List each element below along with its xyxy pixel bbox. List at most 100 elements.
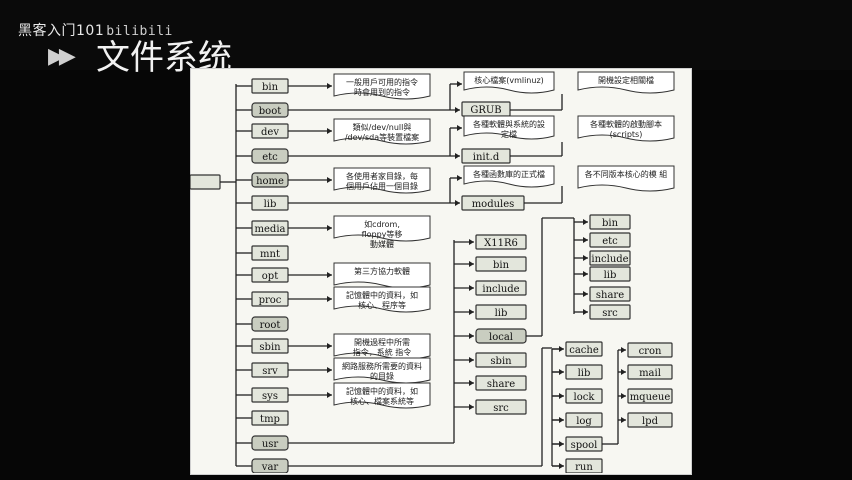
note-opt-note-text: 第三方協力軟體 (354, 266, 410, 276)
arrow-head (559, 463, 564, 469)
arrow-head (583, 237, 588, 243)
note-bin-note-text: 一般用戶可用的指令 (346, 77, 418, 87)
var-run-box (565, 458, 603, 473)
note-proc-note-text: 記憶體中的資料，如 (346, 290, 418, 300)
note-srv-note-text: 網路服務所需要的資料 (342, 361, 422, 371)
lib-note-note-shape (463, 165, 555, 188)
dir-etc-label: etc (262, 152, 278, 163)
note-sys-note-text: 核心、檔案系統等 (350, 396, 414, 406)
modules-label: modules (472, 199, 515, 210)
dir-srv-label: srv (262, 366, 278, 377)
arrow-head (583, 219, 588, 225)
arrow-head (621, 369, 626, 375)
arrow-head (583, 291, 588, 297)
arrow-head (327, 392, 332, 398)
local-etc-label: etc (602, 236, 618, 247)
arrow-head (559, 417, 564, 423)
dir-tmp-label: tmp (260, 414, 280, 425)
note-media-note-text: 動媒體 (370, 239, 394, 249)
var-cache-box (565, 341, 603, 357)
usr-sbin-box (475, 352, 527, 368)
arrow-head (469, 261, 474, 267)
top-bar (0, 0, 852, 70)
var-lock-box (565, 388, 603, 404)
kernel-note-text: 核心檔案(vmlinuz) (474, 75, 544, 85)
dir-media-label: media (255, 224, 286, 235)
note-media-note-text: 如cdrom, (364, 219, 400, 229)
dir-home-label: home (256, 176, 284, 187)
local-share-label: share (596, 290, 624, 301)
dir-var-label: var (261, 462, 279, 473)
local-include-box (589, 250, 631, 266)
arrow-head (559, 393, 564, 399)
spool-mqueue-label: mqueue (630, 392, 671, 403)
arrow-head (327, 296, 332, 302)
var-spool-label: spool (571, 440, 598, 451)
note-home-note-text: 個用戶佔用一個目錄 (346, 181, 418, 191)
usr-include-label: include (482, 284, 519, 295)
dir-proc-label: proc (259, 295, 282, 306)
modules-note-note-shape (577, 165, 675, 192)
var-lib-box (565, 364, 603, 380)
arrow-head (469, 309, 474, 315)
arrow-head (455, 153, 460, 159)
note-sys-note-text: 記憶體中的資料，如 (346, 386, 418, 396)
usr-src-box (475, 399, 527, 415)
double-arrow-icon: ▶▶ (48, 44, 76, 69)
arrow-head (455, 107, 460, 113)
arrow-head (327, 177, 332, 183)
initd-label: init.d (473, 152, 500, 163)
arrow-head (621, 347, 626, 353)
dir-dev-label: dev (261, 127, 279, 138)
note-media-note-text: floppy等移 (362, 229, 403, 239)
note-bin-note-text: 時會用到的指令 (354, 87, 410, 97)
arrow-head (621, 393, 626, 399)
channel-name: 黑客入门101 (18, 23, 105, 39)
usr-bin-label: bin (493, 260, 510, 271)
arrow-head (327, 367, 332, 373)
arrow-head (327, 225, 332, 231)
dir-boot-label: boot (259, 106, 281, 117)
usr-sbin-label: sbin (490, 356, 512, 367)
filesystem-tree-diagram: bin boot dev etc home lib media mnt opt proc root s… (190, 71, 675, 473)
usr-include-box (475, 280, 527, 296)
arrow-head (469, 357, 474, 363)
note-sbin-note-shape (333, 333, 431, 360)
spool-cron-label: cron (639, 346, 662, 357)
var-lock-label: lock (574, 392, 596, 403)
dir-opt-label: opt (262, 271, 278, 282)
dir-usr-label: usr (262, 439, 279, 450)
arrow-head (583, 255, 588, 261)
dir-tmp-box (251, 410, 289, 426)
local-bin-box (589, 214, 631, 230)
usr-local-label: local (489, 332, 513, 343)
arrow-head (559, 346, 564, 352)
kernel-note-shape (463, 71, 555, 94)
etc-note-note-text: 各種軟體與系統的設 (473, 119, 545, 129)
arrow-head (583, 271, 588, 277)
spool-mail-label: mail (639, 368, 661, 379)
spool-mqueue-box (627, 388, 673, 404)
grub-label: GRUB (470, 105, 501, 116)
dir-mnt-label: mnt (260, 249, 280, 260)
arrow-head (559, 369, 564, 375)
note-sbin-note-text: 開機過程中所需 (354, 337, 410, 347)
arrow-head (469, 285, 474, 291)
local-src-label: src (602, 308, 618, 319)
local-lib-box (589, 266, 631, 282)
arrow-head (469, 404, 474, 410)
note-media-note-shape (333, 215, 431, 242)
note-home-note-shape (333, 167, 431, 194)
arrow-head (469, 333, 474, 339)
local-src-box (589, 304, 631, 320)
note-dev-note-text: 類似/dev/null與 (353, 122, 412, 132)
note-proc-note-shape (333, 286, 431, 313)
arrow-head (469, 239, 474, 245)
dir-lib-label: lib (264, 199, 277, 210)
usr-share-box (475, 375, 527, 391)
initd-note-note-text: (scripts) (610, 130, 643, 139)
dir-mnt-box (251, 245, 289, 261)
arrow-head (457, 125, 462, 131)
dir-root-label: root (260, 320, 281, 331)
initd-note-note-text: 各種軟體的啟動腳本 (590, 119, 662, 129)
